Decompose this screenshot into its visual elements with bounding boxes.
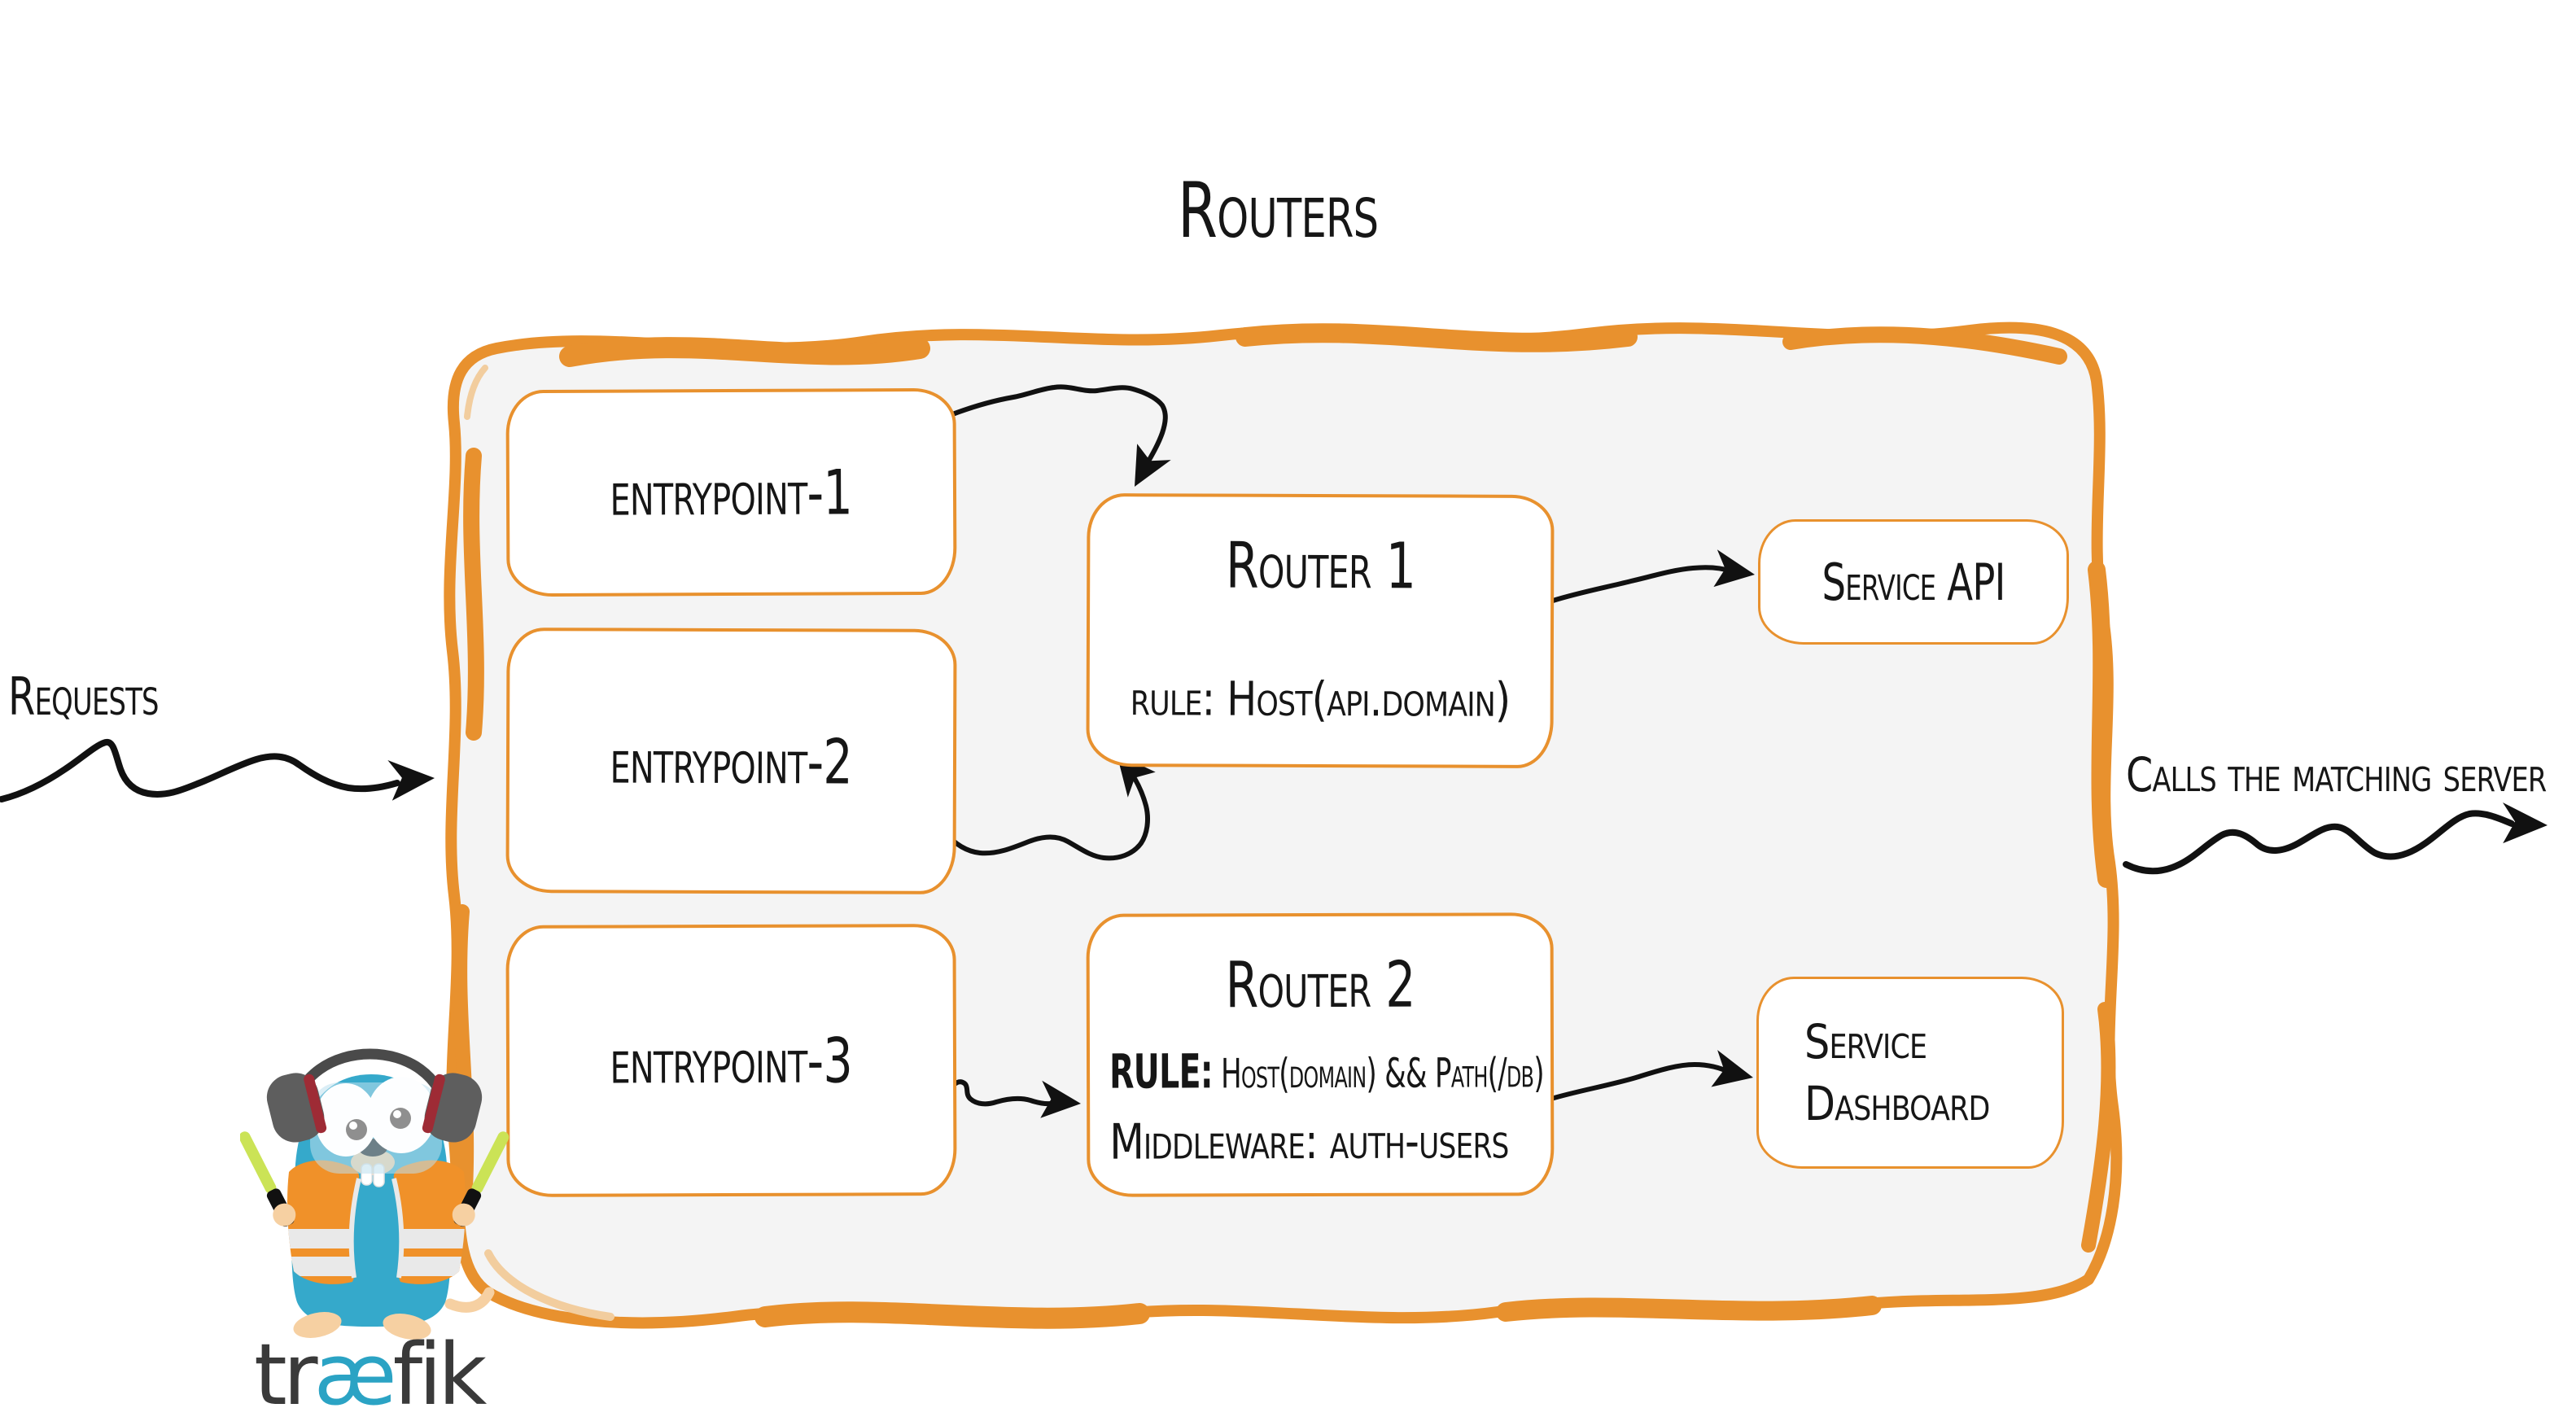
router-1-title: Router 1 [1225,529,1415,604]
page-title: Routers [1111,167,1445,256]
page-title-text: Routers [1177,167,1379,256]
gopher-pupil-right [390,1108,411,1129]
requests-arrowhead-icon [387,759,435,801]
traefik-gopher-mascot [240,1048,510,1340]
arrowhead-icon [1713,549,1755,588]
headphones-icon [266,1048,483,1143]
calls-arrow [2123,802,2548,875]
light-stick-right [452,1131,510,1227]
gopher-tail [444,1287,495,1313]
router-2-box: Router 2 RULE: Host(domain) && Path(/db)… [1086,912,1555,1197]
router-1-rule: rule: Host(api.domain) [1130,671,1511,728]
service-api-box: Service API [1758,519,2069,645]
entrypoint-3-label: entrypoint-3 [610,1023,853,1098]
entrypoint-3-box: entrypoint-3 [505,924,957,1197]
wordmark-part3: fik [392,1325,488,1408]
service-dashboard-label-line2: Dashboard [1804,1076,1990,1131]
flow-arrows [0,384,2548,1118]
arrowhead-icon [1040,1080,1081,1118]
gopher-hand [452,1203,475,1227]
entrypoint-2-box: entrypoint-2 [505,627,957,894]
entrypoint-1-label: entrypoint-1 [610,455,853,530]
service-api-label: Service API [1822,552,2005,612]
light-stick-left [240,1131,296,1227]
router-1-box: Router 1 rule: Host(api.domain) [1086,492,1555,769]
traefik-logo-wordmark: træfik [254,1325,488,1408]
arrow-router1-serviceapi [1550,549,1755,603]
router-2-rule: RULE: Host(domain) && Path(/db) [1109,1043,1748,1100]
wordmark-part1: tr [254,1325,318,1408]
gopher-pupil-left [346,1119,367,1140]
router-2-rule-label: RULE: [1109,1043,1213,1100]
panel-light-accents [464,365,614,1321]
panel-brush-accents [453,323,2116,1329]
goggles-icon [310,1077,442,1174]
gopher-hand [273,1203,296,1227]
arrow-entrypoint1-router1 [952,384,1171,487]
gopher-feet [293,1312,431,1340]
arrow-entrypoint3-router2 [947,1079,1081,1118]
service-dashboard-label-line1: Service [1804,1014,1927,1069]
requests-label: Requests [8,667,159,728]
arrowhead-icon [1135,444,1171,487]
entrypoint-2-label: entrypoint-2 [610,724,853,798]
entrypoint-1-box: entrypoint-1 [505,387,957,597]
service-dashboard-box: Service Dashboard [1756,977,2064,1169]
wordmark-part2: æ [313,1325,397,1408]
arrow-router2-servicedashboard [1549,1050,1753,1101]
requests-arrow [0,738,435,802]
router-2-title: Router 2 [1225,948,1415,1023]
calls-arrowhead-icon [2502,802,2548,844]
calls-label: Calls the matching server [2126,747,2547,802]
router-2-middleware: Middleware: auth-users [1109,1113,1509,1171]
router-2-rule-value: Host(domain) && Path(/db) [1220,1049,1544,1098]
arrowhead-icon [1711,1050,1753,1087]
